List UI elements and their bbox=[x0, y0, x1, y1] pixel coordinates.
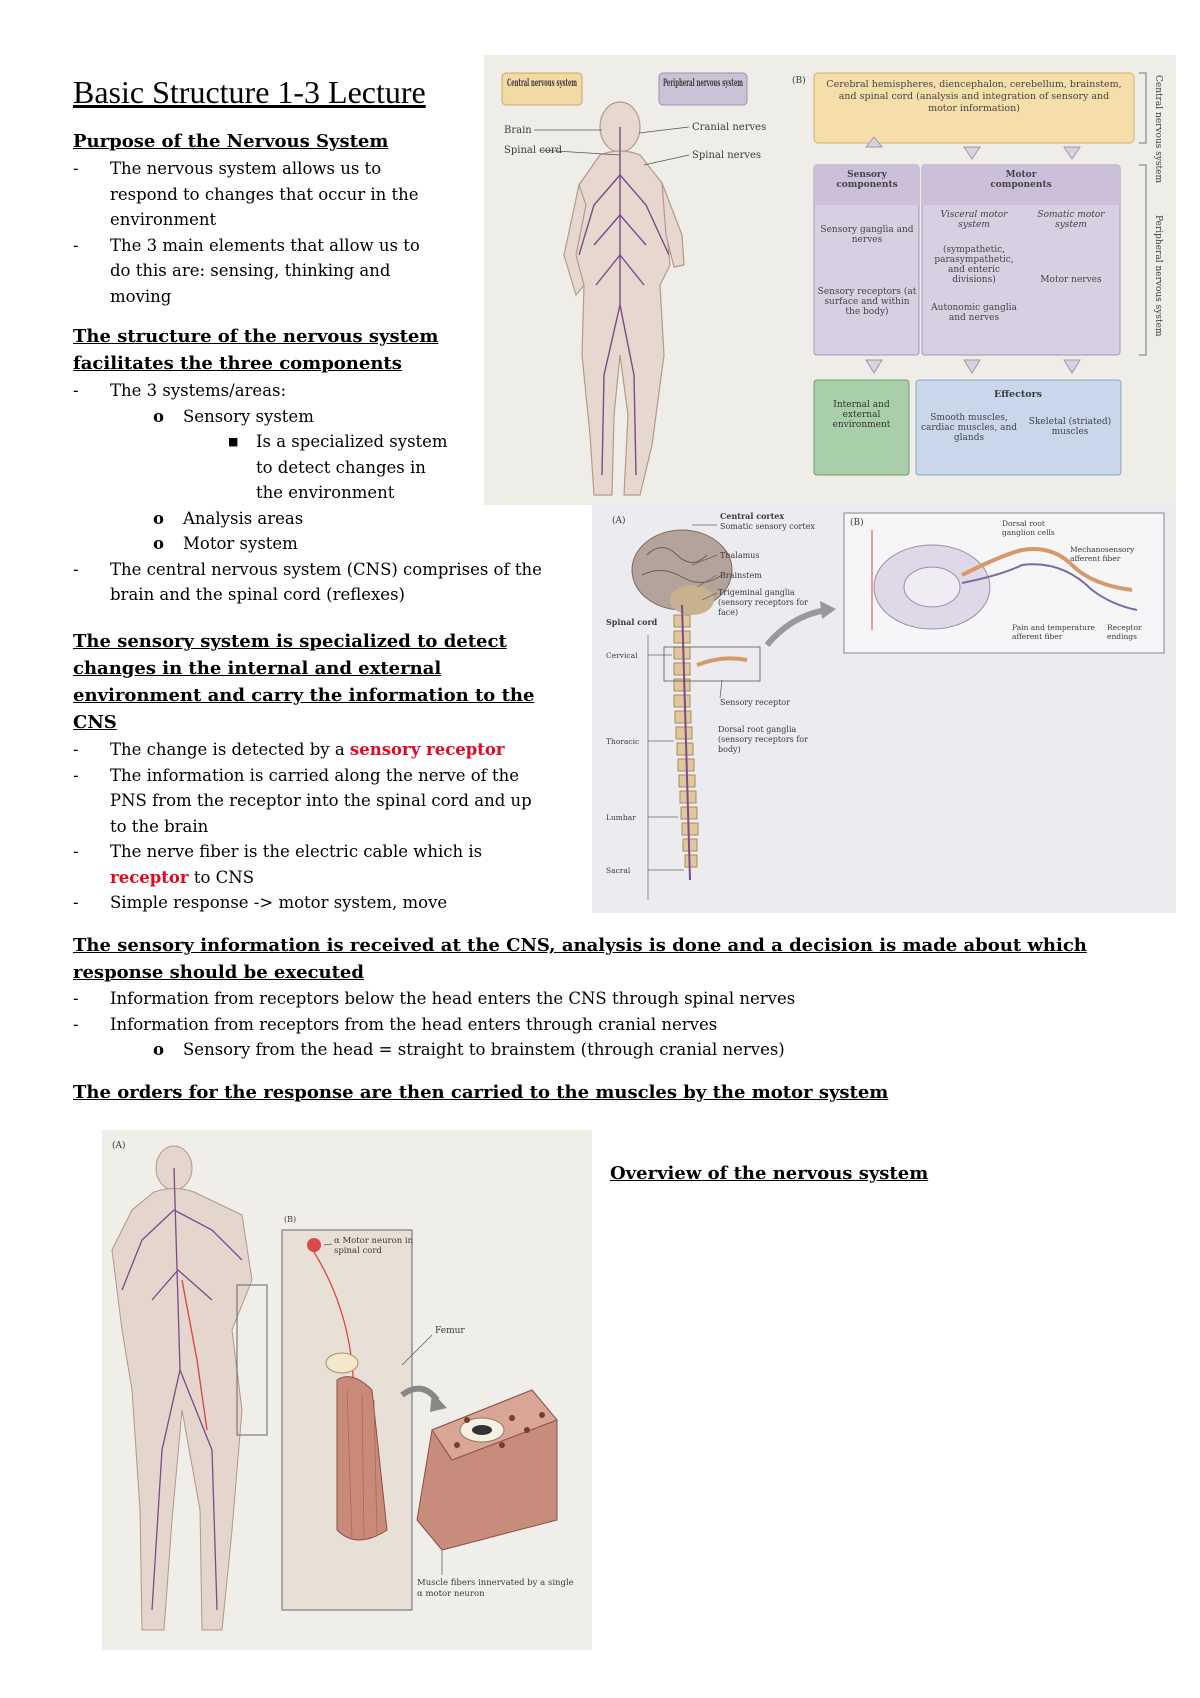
muscle-cross-section bbox=[416, 1389, 558, 1551]
fig2-drg: Dorsal root ganglia (sensory receptors f… bbox=[718, 725, 808, 754]
fig2-lumbar: Lumbar bbox=[606, 813, 636, 822]
fig2-thoracic: Thoracic bbox=[606, 737, 639, 746]
fig2-somatic-cortex: Somatic sensory cortex bbox=[720, 522, 815, 531]
figure-sensory-pathway: (A) Central cortex Somatic sensory corte… bbox=[592, 505, 1176, 913]
figure-motor-system: (A) (B) α Motor neuron in spinal cord Fe… bbox=[102, 1130, 592, 1650]
fig1-sensory-components: Sensory components bbox=[836, 170, 898, 190]
list-item: -The central nervous system (CNS) compri… bbox=[73, 559, 542, 605]
brain-drawing bbox=[631, 529, 733, 615]
fig1-side-pns: Peripheral nervous system bbox=[1153, 215, 1163, 337]
list-item: -The 3 systems/areas: bbox=[73, 381, 287, 400]
fig2-sacral: Sacral bbox=[606, 866, 631, 875]
fig1-visceral: Visceral motor system bbox=[940, 210, 1008, 230]
section-heading-cns: The sensory information is received at t… bbox=[73, 935, 1087, 983]
emphasis-sensory-receptor: sensory receptor bbox=[349, 740, 505, 759]
fig2-endings: Receptor endings bbox=[1107, 623, 1142, 641]
sub-sub-list-item: ■Is a specialized system to detect chang… bbox=[228, 432, 448, 502]
sensory-list: -The change is detected by a sensory rec… bbox=[73, 737, 583, 916]
fig2-cervical: Cervical bbox=[606, 651, 638, 660]
figure-nervous-system-organization: Central nervous system Peripheral nervou… bbox=[484, 55, 1176, 505]
fig1-visceral-detail: (sympathetic, parasympathetic, and enter… bbox=[934, 245, 1014, 285]
fig3-femur: Femur bbox=[435, 1326, 465, 1336]
fig1-spinal-nerves-label: Spinal nerves bbox=[692, 150, 761, 161]
fig1-motor-components: Motor components bbox=[990, 170, 1052, 190]
fig1-side-cns: Central nervous system bbox=[1153, 75, 1163, 184]
fig1-panel-b: (B) bbox=[792, 75, 806, 86]
list-item: -The change is detected by a sensory rec… bbox=[73, 740, 505, 759]
fig3-motor-neuron: α Motor neuron in spinal cord bbox=[334, 1236, 414, 1256]
fig1-spinal-cord-label: Spinal cord bbox=[504, 145, 563, 156]
fig1-central-box: Cerebral hemispheres, diencephalon, cere… bbox=[826, 79, 1122, 114]
fig2-central-cortex: Central cortex bbox=[720, 511, 784, 521]
fig2-panel-a: (A) bbox=[612, 515, 626, 526]
emphasis-receptor: receptor bbox=[110, 867, 189, 887]
fig2-spinal-cord: Spinal cord bbox=[606, 617, 658, 627]
nerve-network bbox=[578, 127, 670, 476]
fig1-somatic: Somatic motor system bbox=[1037, 210, 1105, 230]
page-title: Basic Structure 1-3 Lecture bbox=[73, 74, 426, 110]
fig1-effectors: Effectors bbox=[994, 389, 1042, 400]
list-item: -The information is carried along the ne… bbox=[73, 765, 532, 836]
fig1-autonomic: Autonomic ganglia and nerves bbox=[931, 303, 1017, 323]
list-item: -The nervous system allows us to respond… bbox=[73, 159, 419, 229]
fig1-sensory-receptors: Sensory receptors (at surface and within… bbox=[817, 287, 917, 317]
list-item: -Information from receptors from the hea… bbox=[73, 1014, 718, 1034]
fig2-drg-cells: Dorsal root ganglion cells bbox=[1002, 519, 1055, 537]
section-heading-overview: Overview of the nervous system bbox=[610, 1163, 929, 1184]
fig3-muscle-fibers: Muscle fibers innervated by a single α m… bbox=[417, 1578, 574, 1599]
fig2-sensory-receptor: Sensory receptor bbox=[720, 698, 790, 707]
fig1-smooth-muscles: Smooth muscles, cardiac muscles, and gla… bbox=[920, 413, 1018, 443]
list-item: -Information from receptors below the he… bbox=[73, 989, 796, 1008]
fig2-panel-b: (B) bbox=[850, 517, 864, 528]
list-item: -Simple response -> motor system, move bbox=[73, 893, 448, 912]
fig1-environment: Internal and external environment bbox=[832, 400, 891, 430]
list-item: -The 3 main elements that allow us to do… bbox=[73, 235, 420, 306]
section-heading-purpose: Purpose of the Nervous System bbox=[73, 131, 389, 152]
section-heading-sensory: The sensory system is specialized to det… bbox=[73, 631, 535, 733]
fig3-panel-a: (A) bbox=[112, 1140, 126, 1151]
cns-list: -Information from receptors below the he… bbox=[73, 986, 1073, 1063]
fig2-brainstem: Brainstem bbox=[720, 571, 762, 580]
section-heading-motor: The orders for the response are then car… bbox=[73, 1082, 889, 1103]
fig1-cns-label: Central nervous system bbox=[507, 78, 577, 89]
fig3-panel-b: (B) bbox=[284, 1215, 296, 1224]
fig1-sensory-ganglia: Sensory ganglia and nerves bbox=[820, 225, 914, 245]
fig2-mechano: Mechanosensory afferent fiber bbox=[1070, 545, 1135, 563]
fig1-pns-label: Peripheral nervous system bbox=[663, 78, 743, 89]
fig1-brain-label: Brain bbox=[504, 125, 532, 136]
fig1-skeletal-muscles: Skeletal (striated) muscles bbox=[1028, 417, 1112, 437]
purpose-list: -The nervous system allows us to respond… bbox=[73, 156, 443, 309]
fig2-pain: Pain and temperature afferent fiber bbox=[1012, 623, 1096, 641]
list-item: -The nerve fiber is the electric cable w… bbox=[73, 842, 483, 887]
fig2-trigeminal: Trigeminal ganglia (sensory receptors fo… bbox=[718, 588, 808, 617]
section-heading-structure: The structure of the nervous system faci… bbox=[73, 326, 439, 374]
fig2-thalamus: Thalamus bbox=[720, 551, 759, 560]
fig1-motor-nerves: Motor nerves bbox=[1040, 275, 1102, 285]
fig1-cranial-nerves-label: Cranial nerves bbox=[692, 122, 766, 133]
